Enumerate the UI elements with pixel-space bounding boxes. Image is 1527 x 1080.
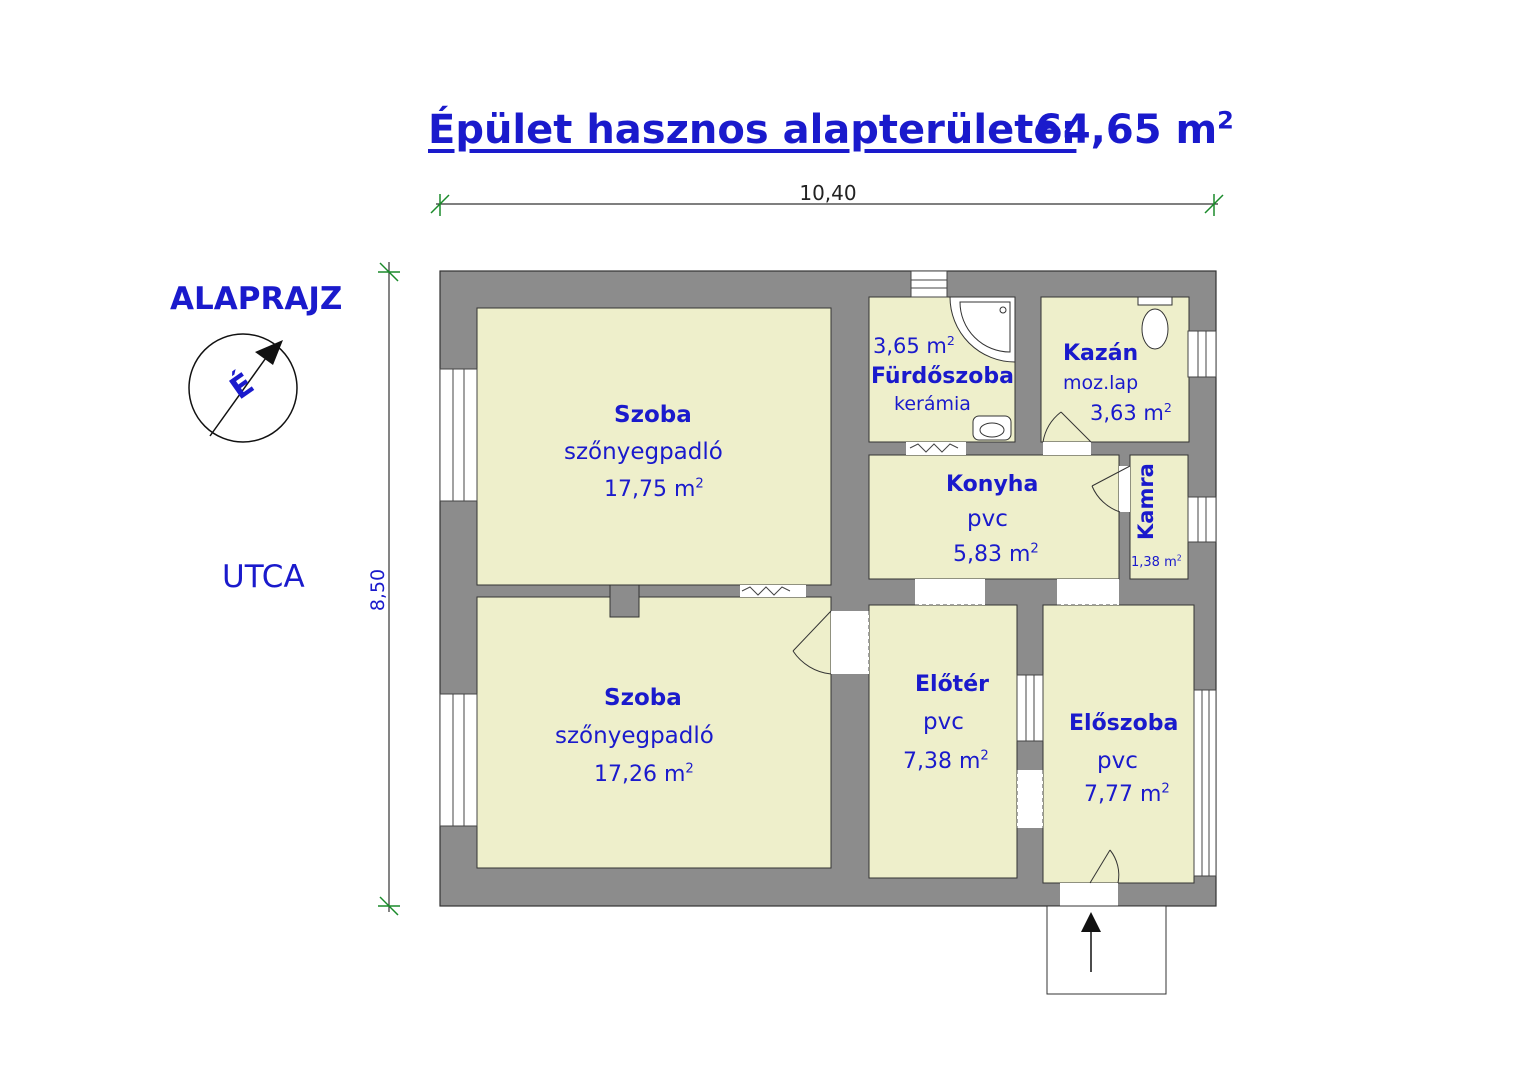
- sliding-doors: [741, 443, 959, 596]
- room-floor: pvc: [1097, 748, 1138, 774]
- room-floor: kerámia: [894, 393, 971, 415]
- room-area: 17,75 m2: [604, 476, 704, 502]
- room-name: Szoba: [604, 685, 682, 711]
- room-floor: pvc: [923, 709, 964, 735]
- room-floor: moz.lap: [1063, 372, 1139, 394]
- north-compass: É: [188, 333, 298, 443]
- room-floor: pvc: [967, 506, 1008, 532]
- street-label: UTCA: [222, 559, 305, 595]
- room-floor-kamra: [1129, 454, 1189, 580]
- height-dimension: 8,50: [367, 262, 400, 916]
- room-area: 7,77 m2: [1084, 781, 1170, 807]
- room-floor-eloter: [868, 604, 1018, 879]
- room-name: Fürdőszoba: [871, 364, 1014, 389]
- room-area: 17,26 m2: [594, 761, 694, 787]
- room-area: 5,83 m2: [953, 541, 1039, 567]
- room-floor-eloszoba: [1042, 604, 1195, 884]
- room-floor-szoba-2: [476, 596, 832, 869]
- door-swings: [792, 411, 1131, 884]
- room-name: Kazán: [1063, 341, 1139, 366]
- entrance-arrow-icon: [1081, 912, 1101, 932]
- shower-icon: [949, 296, 1016, 363]
- room-name: Előtér: [915, 672, 989, 697]
- windows: [439, 270, 1217, 877]
- room-name: Kamra: [1134, 463, 1158, 540]
- room-area: 7,38 m2: [903, 748, 989, 774]
- width-dimension-label: 10,40: [799, 181, 856, 205]
- room-name: Szoba: [614, 402, 692, 428]
- room-floor-konyha: [868, 454, 1120, 580]
- room-area: 3,65 m2: [873, 333, 955, 358]
- plan-title: Épület hasznos alapterülete:: [428, 107, 1077, 153]
- fixtures: [949, 296, 1173, 441]
- plan-heading: ALAPRAJZ: [170, 281, 343, 317]
- toilet-icon: [1137, 296, 1173, 306]
- north-arrow-icon: [255, 340, 283, 365]
- room-floor: szőnyegpadló: [555, 723, 714, 749]
- room-area: 3,63 m2: [1090, 400, 1172, 425]
- room-floors: [476, 296, 1195, 884]
- room-name: Előszoba: [1069, 711, 1179, 736]
- entrance: [1046, 905, 1167, 995]
- total-area: 64,65 m2: [1035, 106, 1234, 153]
- room-area: 1,38 m2: [1131, 553, 1182, 570]
- height-dimension-label: 8,50: [367, 569, 389, 611]
- room-floor: szőnyegpadló: [564, 439, 723, 465]
- width-dimension: 10,40: [430, 181, 1224, 216]
- room-name: Konyha: [946, 472, 1039, 497]
